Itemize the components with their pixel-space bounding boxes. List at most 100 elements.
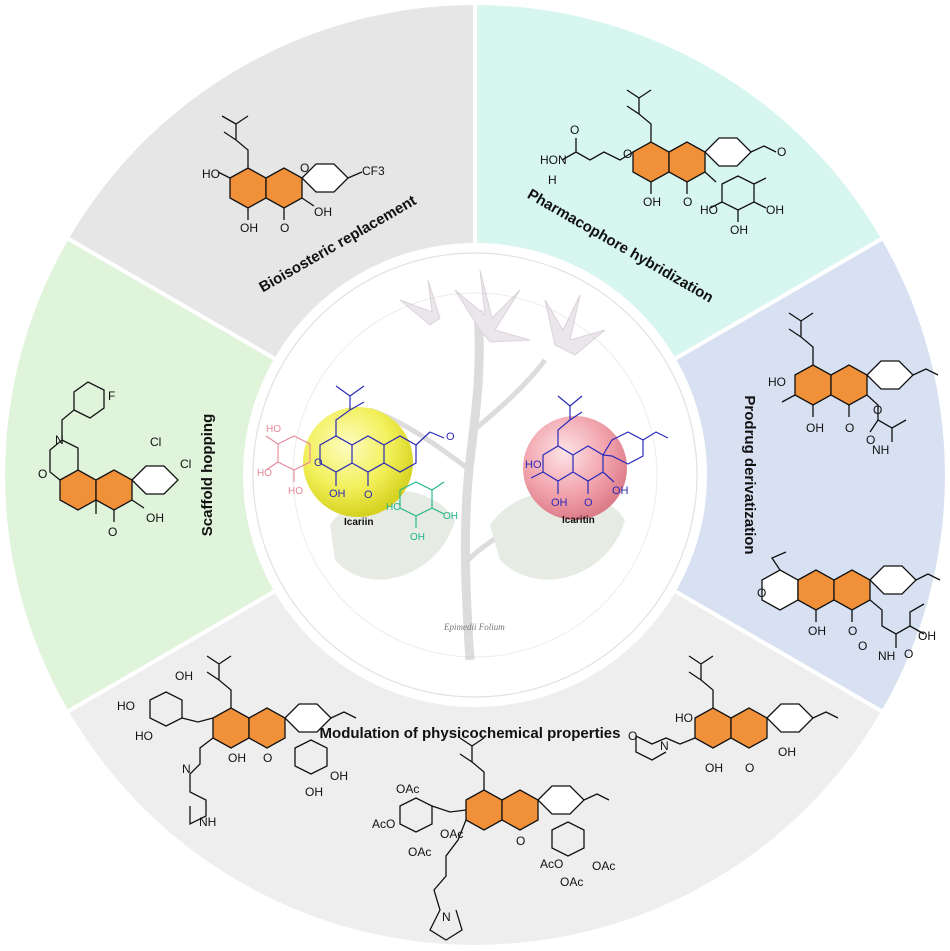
atom-ho-pro1: HO [768,375,786,389]
atom-oh-pharm-2: OH [730,223,748,237]
atom-oh-pharm-1: OH [643,195,661,209]
atom-oac-mod2d: OAc [560,875,583,889]
modulation-molecule-3: HO OH O OH N O [628,655,839,775]
center-inner-outline [292,292,658,658]
atom-f: F [108,389,115,403]
atom-n-pharm: N [558,153,567,167]
label-modulation-physicochemical: Modulation of physicochemical properties [320,725,621,742]
atom-oac-mod2e: OAc [592,859,615,873]
atom-o-mod2: O [516,834,525,848]
atom-o-pro1c: O [866,433,875,447]
atom-cl-1: Cl [150,435,161,449]
atom-cl-2: Cl [180,457,191,471]
icaritin-structure: HO OH O OH Icaritin [525,395,669,526]
svg-text:O: O [446,431,455,443]
svg-text:HO: HO [288,486,303,497]
center-disc [243,243,707,707]
atom-o-scaffold-2: O [108,525,117,539]
atom-aco-mod2b: AcO [540,857,563,871]
pharmacophore-molecule: O HO H N O OH O HO OH OH O [540,89,786,237]
atom-oh-pro1: OH [806,421,824,435]
svg-text:HO: HO [525,459,542,471]
atom-nh-pro2: NH [878,649,895,663]
sector-scaffold [5,239,476,711]
icariin-highlight-sphere [303,407,413,517]
plant-caption: Epimedii Folium [443,622,505,632]
svg-text:HO: HO [257,468,272,479]
atom-o-pharm-4: O [777,145,786,159]
atom-o-pro1b: O [873,403,882,417]
bioisosteric-molecule: HO OH O OH O CF3 [202,115,385,235]
atom-o-pharm-1: O [570,123,579,137]
svg-text:OH: OH [551,497,568,509]
atom-o-pharm-3: O [683,195,692,209]
atom-oac-mod2c: OAc [440,827,463,841]
atom-ho-pharm-2: HO [700,203,718,217]
svg-text:OH: OH [443,511,458,522]
center-panel: OH O O O HO HO HO OH OH HO Icariin [243,243,707,707]
scaffold-molecule: N O O OH F Cl Cl [38,381,191,539]
atom-oh-bio-1: OH [240,221,258,235]
atom-oh-scaffold: OH [146,511,164,525]
atom-cf3: CF3 [362,164,385,178]
modulation-molecule-2: OAc AcO OAc OAc AcO OAc OAc O N [372,737,615,941]
atom-ho-mod1b: HO [135,729,153,743]
atom-oh-mod1: OH [228,751,246,765]
atom-o-mod1: O [263,751,272,765]
atom-o-pro2a: O [757,586,766,600]
atom-n-mod1: N [182,762,191,776]
atom-oh-mod3a: OH [705,761,723,775]
atom-o-bio-1: O [280,221,289,235]
atom-ho-pharm: HO [540,153,558,167]
atom-oac-mod2a: OAc [396,782,419,796]
atom-ho-bio: HO [202,167,220,181]
atom-nh-pro1: NH [872,443,889,457]
atom-oh-bio-2: OH [314,205,332,219]
icariin-structure: OH O O O HO HO HO OH OH HO Icariin [257,385,458,543]
modulation-molecule-1: N NH OH O HO HO OH OH OH [117,655,357,829]
atom-oh-mod1c: OH [330,769,348,783]
atom-oh-pro2b: OH [918,629,936,643]
atom-o-scaffold-1: O [38,467,47,481]
atom-o-pro2c: O [858,639,867,653]
svg-text:O: O [364,489,373,501]
sector-modulation [68,475,882,945]
svg-text:OH: OH [329,488,346,500]
label-prodrug-derivatization: Prodrug derivatization [741,395,758,554]
atom-oac-mod2b: OAc [408,845,431,859]
atom-ho-mod3: HO [675,711,693,725]
prodrug-molecule-2: O OH O O NH OH O [757,551,941,663]
atom-o-pharm-2: O [623,147,632,161]
atom-ho-mod1a: HO [117,699,135,713]
prodrug-molecule-1: HO OH O O O NH [768,312,939,457]
svg-text:O: O [314,457,323,469]
icaritin-highlight-sphere [523,416,627,520]
atom-nh-mod1: NH [199,815,216,829]
center-outline [252,252,698,698]
svg-text:HO: HO [266,424,281,435]
atom-n-mod2: N [442,910,451,924]
atom-o-pro2d: O [904,647,913,661]
icariin-label: Icariin [344,517,373,528]
svg-text:OH: OH [612,485,629,497]
atom-o-pro1: O [845,421,854,435]
svg-text:HO: HO [386,502,401,513]
icaritin-label: Icaritin [562,515,595,526]
atom-oh-mod1b: OH [175,669,193,683]
atom-oh-pharm-3: OH [766,203,784,217]
atom-oh-mod1d: OH [305,785,323,799]
atom-oh-mod3b: OH [778,745,796,759]
atom-o-mod3b: O [628,729,637,743]
svg-text:OH: OH [410,532,425,543]
atom-oh-pro2: OH [808,624,826,638]
atom-n-scaffold: N [55,433,64,447]
atom-aco-mod2a: AcO [372,817,395,831]
atom-o-mod3: O [745,761,754,775]
atom-n-mod3: N [660,739,669,753]
atom-o-pro2b: O [848,624,857,638]
label-scaffold-hopping: Scaffold hopping [199,414,216,536]
atom-o-bio-2: O [300,161,309,175]
atom-h-pharm: H [548,173,557,187]
svg-text:O: O [584,497,593,509]
